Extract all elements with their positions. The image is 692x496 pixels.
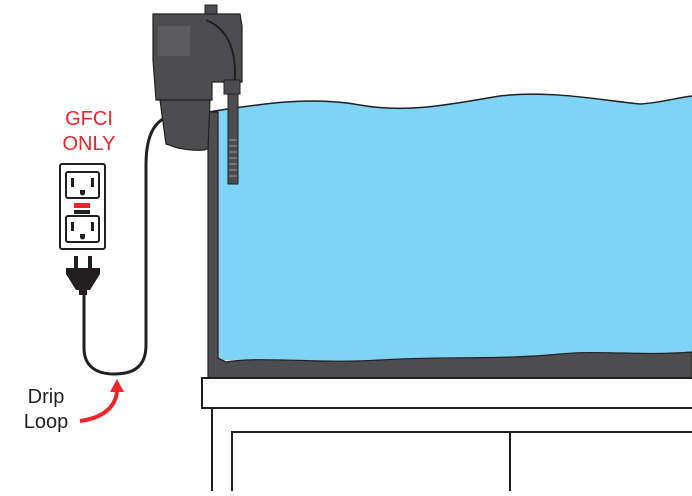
gfci-only-label: GFCI ONLY (45, 107, 133, 157)
reset-button (74, 210, 90, 214)
cabinet-door-right (509, 431, 692, 496)
power-plug-icon (66, 256, 100, 295)
stand-top (201, 377, 692, 409)
tank-water (208, 94, 692, 362)
water-surface-line (207, 93, 692, 113)
drip-loop-label: Drip Loop (2, 385, 90, 435)
gfci-label-line1: GFCI (65, 108, 113, 130)
test-button (74, 203, 90, 208)
power-cord (82, 116, 166, 376)
tank-frame (207, 111, 692, 379)
drip-label-line1: Drip (27, 386, 65, 408)
gfci-outlet-icon (59, 163, 106, 250)
gfci-label-line2: ONLY (62, 133, 116, 155)
hang-on-back-filter (152, 4, 243, 185)
drip-label-line2: Loop (23, 411, 69, 433)
cabinet-door-left (231, 431, 511, 496)
curved-arrow-icon (79, 379, 124, 423)
